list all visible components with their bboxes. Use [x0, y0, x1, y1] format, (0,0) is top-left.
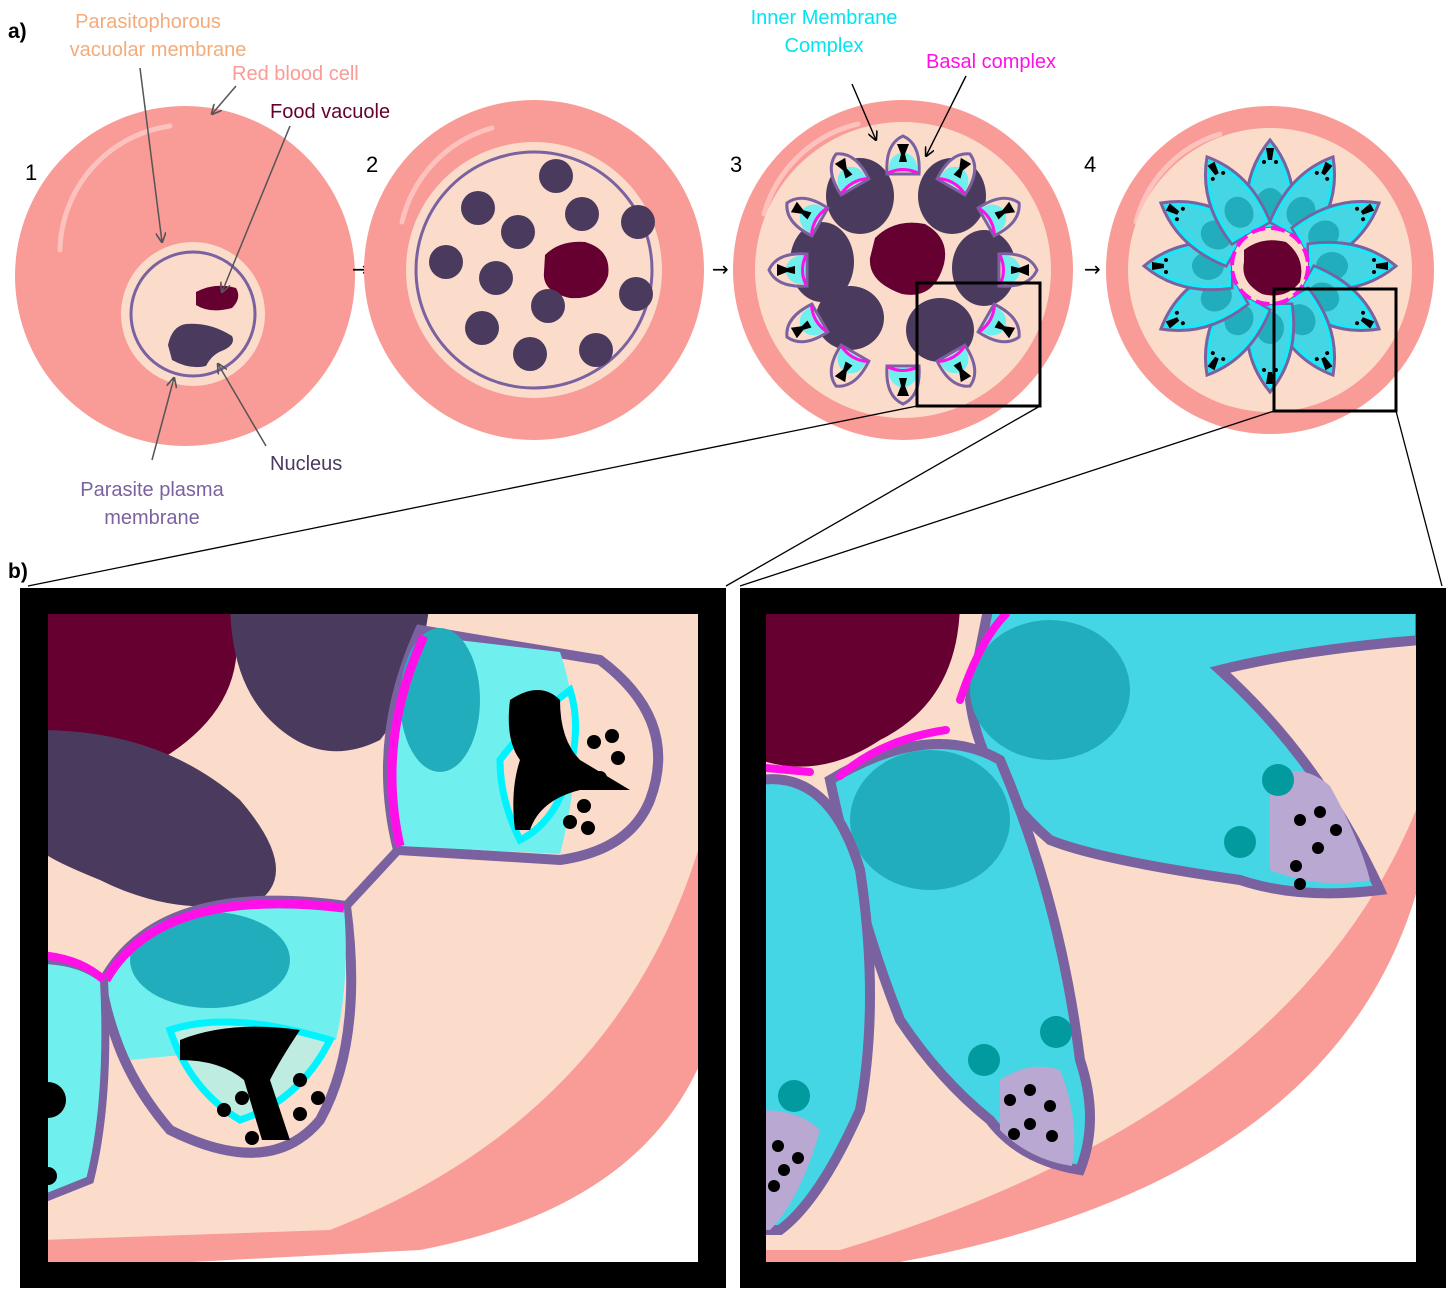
- stage-3-cell: [733, 100, 1073, 440]
- rbc-pointer-arrow: [212, 86, 236, 114]
- stage-number-4: 4: [1084, 152, 1096, 177]
- imc-label-line1: Inner Membrane: [751, 7, 898, 29]
- panel-a-label: a): [8, 20, 27, 43]
- stage-1-cell: [15, 106, 355, 446]
- zoom-panel-stage3: [20, 588, 726, 1288]
- food-vacuole-small: [196, 286, 238, 311]
- stage-arrow-2-3: →: [712, 257, 729, 281]
- stage-arrow-3-4: →: [1084, 257, 1101, 281]
- rbc-label: Red blood cell: [232, 63, 359, 85]
- pvm-label-line1: Parasitophorous: [75, 11, 221, 33]
- zoom-panel-stage4: [740, 588, 1446, 1288]
- food-vacuole-label: Food vacuole: [270, 101, 390, 123]
- stage-number-3: 3: [730, 152, 742, 177]
- stage-number-2: 2: [366, 152, 378, 177]
- stage-4-cell: [1106, 106, 1434, 434]
- stage-number-1: 1: [25, 160, 37, 185]
- stage-2-cell: [364, 100, 704, 440]
- ppm-label-line1: Parasite plasma: [80, 479, 224, 501]
- imc-label-line2: Complex: [785, 35, 864, 57]
- food-vacuole-stage2: [544, 242, 609, 298]
- ppm-label-line2: membrane: [104, 507, 200, 529]
- basal-complex-label: Basal complex: [926, 51, 1056, 73]
- pvm-label-line2: vacuolar membrane: [70, 39, 247, 61]
- nucleus-label: Nucleus: [270, 453, 342, 475]
- panel-b-label: b): [8, 560, 28, 583]
